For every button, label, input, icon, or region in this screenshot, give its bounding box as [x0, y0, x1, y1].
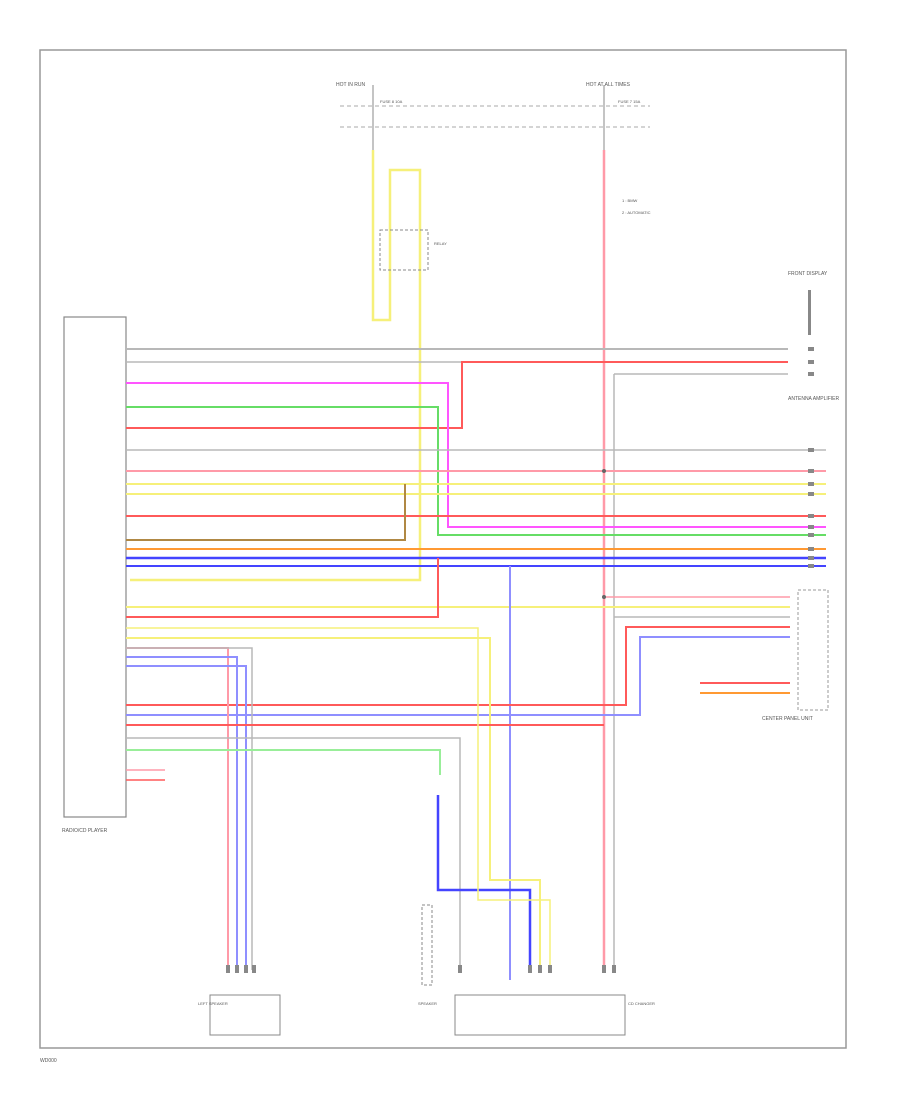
radio-box — [63, 316, 127, 818]
wire-blue-spk-1 — [126, 656, 238, 970]
cd-changer-box — [454, 994, 626, 1036]
speaker-mid-box — [421, 904, 433, 986]
center-panel-box — [797, 589, 829, 711]
wire-red-cp-2 — [126, 626, 790, 706]
wire-blue-cd — [436, 795, 532, 970]
speaker-mid-label: SPEAKER — [418, 1001, 437, 1006]
wire-pink-spk-1 — [126, 647, 229, 970]
relay-label: RELAY — [434, 241, 447, 246]
radio-label: RADIO/CD PLAYER — [62, 828, 108, 834]
wire-gray-spk — [126, 647, 253, 970]
wire-yellow-cd — [126, 637, 541, 970]
wire-gray-cd — [126, 737, 461, 970]
fuse-sub-1: FUSE 8 10A — [380, 99, 403, 104]
wire-blue-cp — [126, 636, 790, 716]
wire-magenta — [126, 382, 826, 528]
antenna-icon — [808, 290, 811, 335]
fuse-label-1: HOT IN RUN — [336, 82, 365, 88]
front-display-label: FRONT DISPLAY — [788, 271, 828, 277]
center-panel-label: CENTER PANEL UNIT — [762, 716, 813, 722]
note-2: 2 : AUTOMATIC — [622, 210, 651, 215]
splice-points — [602, 469, 606, 599]
wire-red-3 — [126, 558, 439, 618]
left-speaker-box — [209, 994, 281, 1036]
note-1: 1 : BMW — [622, 198, 638, 203]
wire-yellow-cd-2 — [126, 627, 551, 970]
antenna-amp-label: ANTENNA AMPLIFIER — [788, 396, 840, 402]
connector-pins-right — [808, 347, 814, 568]
wire-green-2 — [126, 749, 441, 775]
footer-code: WD000 — [40, 1058, 57, 1064]
relay-box — [379, 229, 429, 271]
diagram-frame — [39, 49, 847, 1049]
fuse-sub-2: FUSE 7 15A — [618, 99, 641, 104]
wire-red-antenna — [126, 361, 788, 429]
cd-changer-label: CD CHANGER — [628, 1001, 655, 1006]
left-speaker-label: LEFT SPEAKER — [198, 1001, 228, 1006]
fuse-label-2: HOT AT ALL TIMES — [586, 82, 631, 88]
connector-pins-bottom — [226, 965, 616, 973]
wire-brown — [126, 484, 406, 541]
wire-yellow-fuse-loop — [130, 150, 422, 582]
wire-blue-spk-2 — [126, 665, 247, 970]
